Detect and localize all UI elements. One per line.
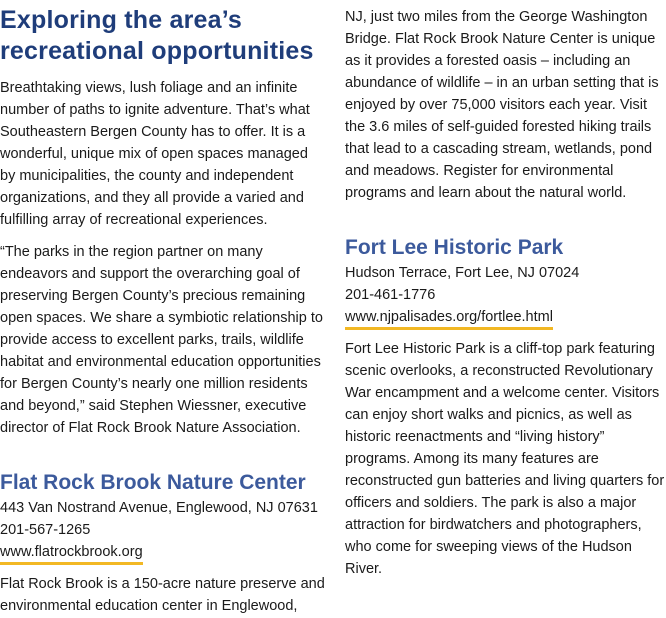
- flat-rock-brook-website-link[interactable]: www.flatrockbrook.org: [0, 542, 143, 565]
- fort-lee-phone: 201-461-1776: [345, 287, 436, 303]
- flat-rock-brook-address: 443 Van Nostrand Avenue, Englewood, NJ 0…: [0, 500, 318, 516]
- flat-rock-brook-description-part1: Flat Rock Brook is a 150-acre nature pre…: [0, 576, 325, 614]
- intro-paragraph-1: Breathtaking views, lush foliage and an …: [0, 80, 310, 228]
- section-title-fort-lee: Fort Lee Historic Park: [345, 236, 564, 259]
- flat-rock-brook-description-part2: NJ, just two miles from the George Washi…: [345, 9, 659, 201]
- section-title-flat-rock-brook: Flat Rock Brook Nature Center: [0, 471, 306, 494]
- article-title: Exploring the area’s recreational opport…: [0, 6, 314, 65]
- fort-lee-description: Fort Lee Historic Park is a cliff-top pa…: [345, 341, 665, 577]
- flat-rock-brook-phone: 201-567-1265: [0, 522, 91, 538]
- fort-lee-address: Hudson Terrace, Fort Lee, NJ 07024: [345, 265, 580, 281]
- fort-lee-website-link[interactable]: www.njpalisades.org/fortlee.html: [345, 307, 553, 330]
- intro-paragraph-2: “The parks in the region partner on many…: [0, 244, 323, 436]
